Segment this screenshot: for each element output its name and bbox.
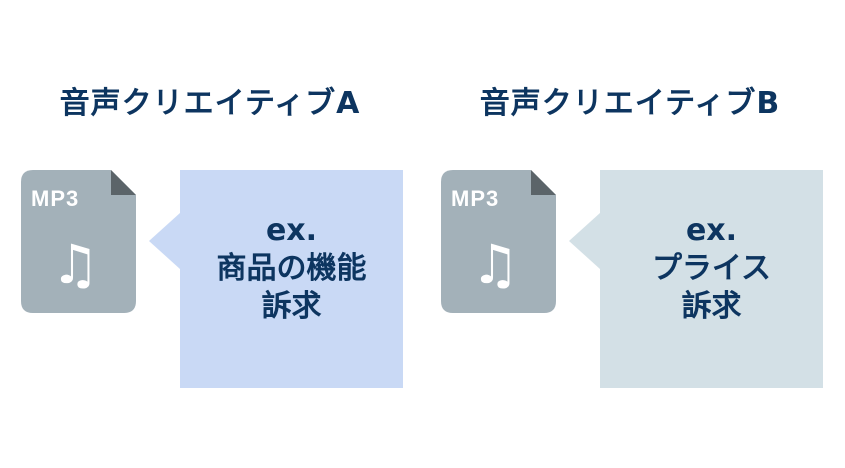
file-type-label: MP3 xyxy=(451,186,500,211)
creative-b-title: 音声クリエイティブB xyxy=(479,86,781,121)
callout-b: ex. プライス 訴求 xyxy=(569,170,823,388)
callout-pointer xyxy=(569,213,600,269)
callout-a: ex. 商品の機能 訴求 xyxy=(149,170,403,388)
music-note-icon: ♫ xyxy=(471,233,520,296)
callout-line: 訴求 xyxy=(261,289,322,324)
callout-line: ex. xyxy=(265,213,318,248)
callout-line: 訴求 xyxy=(681,289,742,324)
callout-line: プライス xyxy=(651,251,772,286)
callout-line: 商品の機能 xyxy=(216,251,367,286)
music-note-icon: ♫ xyxy=(51,233,100,296)
callout-pointer xyxy=(149,213,180,269)
mp3-file-icon-a: MP3 ♫ xyxy=(21,170,136,313)
file-type-label: MP3 xyxy=(31,186,80,211)
creative-a-title: 音声クリエイティブA xyxy=(59,86,361,121)
mp3-file-icon-b: MP3 ♫ xyxy=(441,170,556,313)
callout-line: ex. xyxy=(685,213,738,248)
